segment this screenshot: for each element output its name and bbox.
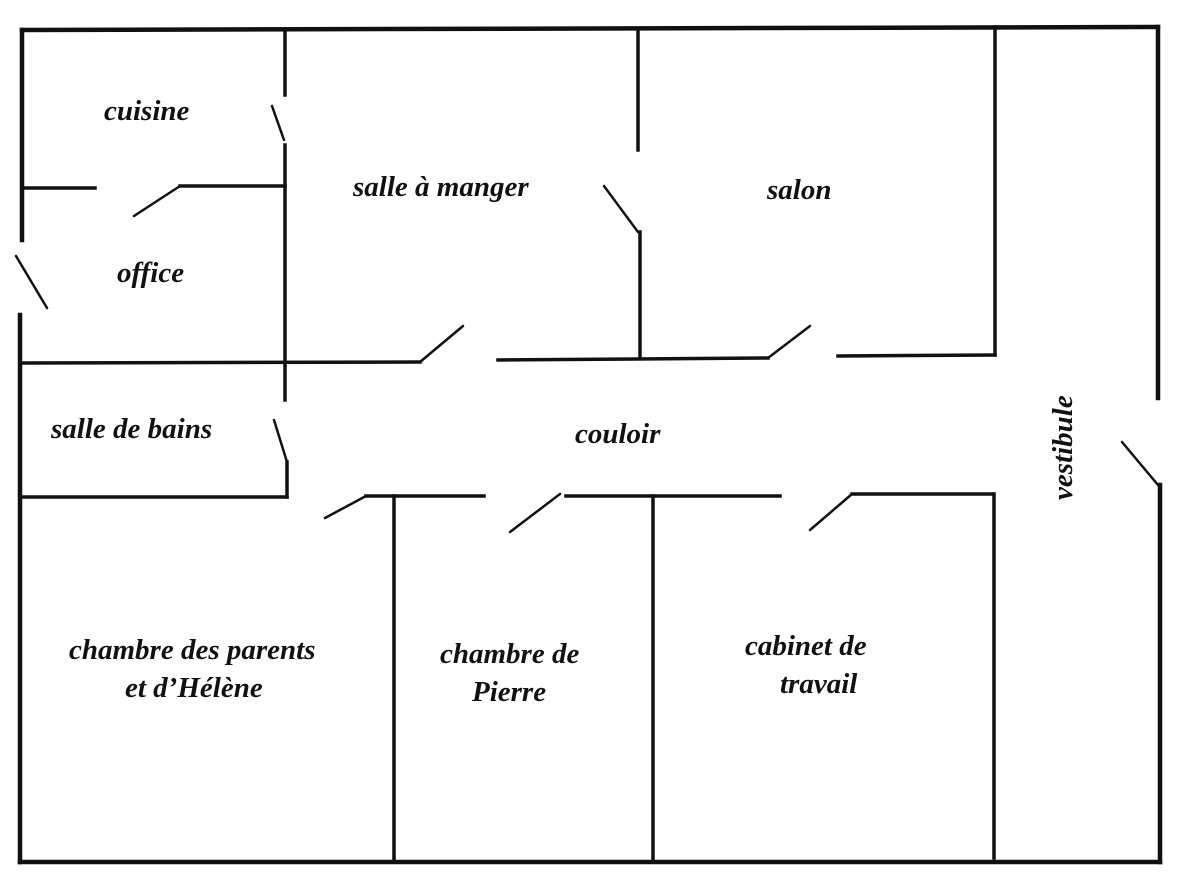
label-chambre-parents-line2: et d’Hélène [125,672,263,704]
doors [14,104,1160,534]
label-salle-de-bains: salle de bains [50,413,212,445]
door-sam-salon [602,184,640,234]
label-cuisine: cuisine [104,95,190,127]
label-office: office [117,257,184,289]
wall-couloir-top-right [836,353,997,358]
door-parents-couloir [323,494,368,520]
wall-couloir-top-mid [496,356,770,362]
label-salon: salon [766,174,831,206]
room-labels: cuisine salle à manger salon office sall… [50,95,1079,708]
label-chambre-pierre-line2: Pierre [471,676,546,708]
door-pierre-couloir [508,492,562,534]
door-salon-couloir [766,324,812,360]
label-cabinet-line1: cabinet de [745,630,867,662]
door-cuisine-office [132,184,182,218]
door-cuisine-sam [270,104,286,142]
wall-office-bath [20,360,422,365]
exterior-walls [17,24,1163,865]
label-vestibule: vestibule [1047,395,1079,500]
interior-walls [20,25,997,864]
label-chambre-parents-line1: chambre des parents [69,634,316,666]
door-cabinet-couloir [808,492,854,532]
label-couloir: couloir [575,418,661,450]
wall-top [19,24,1161,33]
label-cabinet-line2: travail [780,668,858,700]
door-sam-couloir [418,324,465,364]
label-chambre-pierre-line1: chambre de [440,638,579,670]
door-entrance [1120,440,1160,487]
door-bath-couloir [272,418,289,464]
door-office-exterior [14,254,49,310]
label-salle-a-manger: salle à manger [352,171,529,203]
